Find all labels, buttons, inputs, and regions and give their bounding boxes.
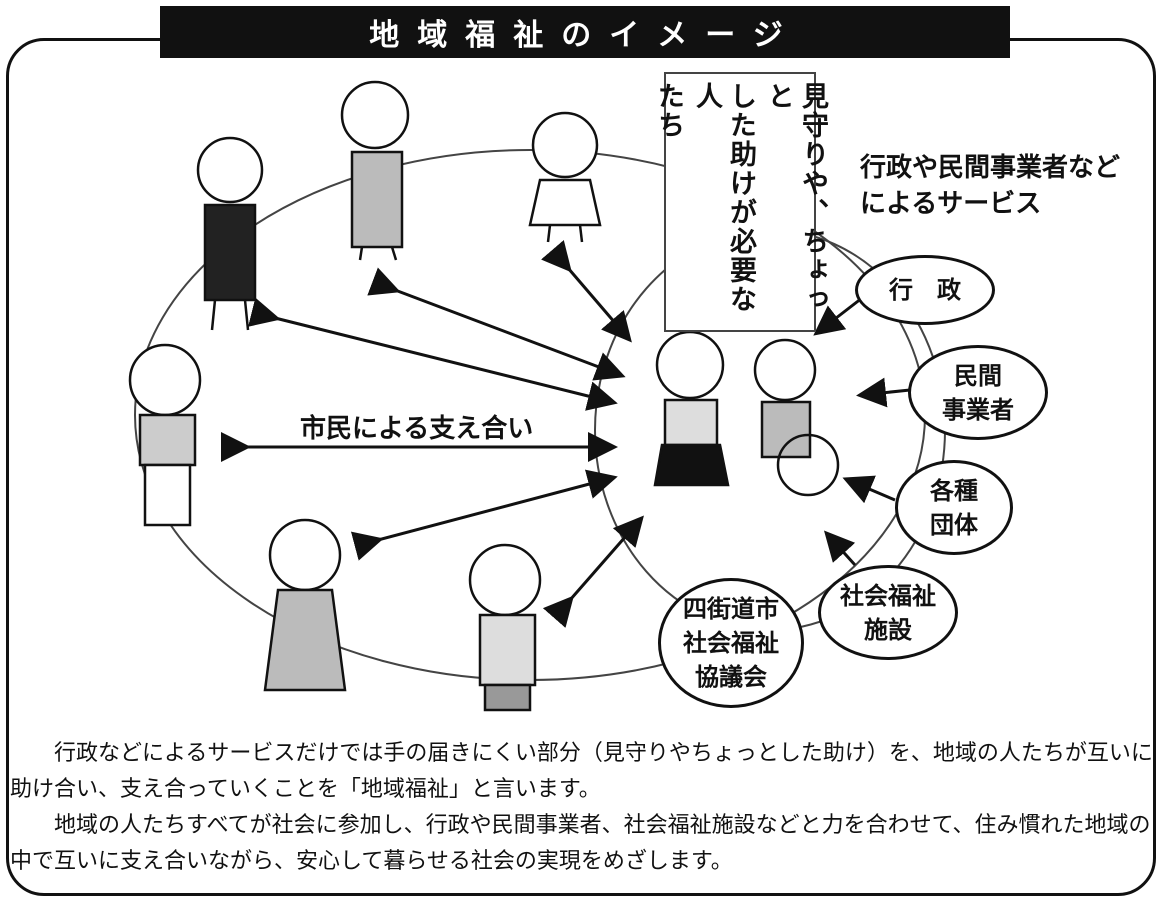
bubble-gyosei: 行 政 — [855, 255, 995, 325]
bubble-kyogikai: 四街道市 社会福祉 協議会 — [658, 578, 804, 708]
arrow-citizen-4 — [350, 469, 618, 561]
needs-line-3: たち — [653, 82, 684, 140]
person-elderly-man — [468, 543, 542, 712]
services-label-line-1: 行政や民間事業者など — [860, 153, 1121, 183]
mutual-support-arrows — [221, 240, 644, 628]
bubble-kakushu: 各種 団体 — [895, 460, 1013, 555]
arrow-kakushu — [842, 475, 896, 504]
bubble-kakushu-line-1: 各種 — [930, 476, 978, 505]
description: 行政などによるサービスだけでは手の届きにくい部分（見守りやちょっとした助け）を、… — [10, 736, 1155, 880]
description-paragraph-2: 地域の人たちすべてが社会に参加し、行政や民間事業者、社会福祉施設などと力を合わせ… — [10, 813, 1151, 874]
arrow-citizen-6 — [540, 240, 632, 343]
arrow-shisetsu — [823, 530, 857, 567]
arrow-citizen-5 — [542, 515, 644, 628]
bubble-shisetsu: 社会福祉 施設 — [818, 565, 958, 660]
bubble-minkan-line-2: 事業者 — [942, 395, 1014, 424]
bubble-kyogikai-line-3: 協議会 — [695, 663, 767, 691]
bubble-gyosei-label: 行 政 — [889, 276, 961, 304]
bubble-minkan: 民間 事業者 — [908, 345, 1048, 440]
mutual-support-label: 市民による支え合い — [300, 414, 534, 444]
services-label-line-2: によるサービス — [860, 189, 1042, 219]
person-figures — [128, 80, 840, 712]
description-paragraph-1: 行政などによるサービスだけでは手の届きにくい部分（見守りやちょっとした助け）を、… — [10, 741, 1153, 802]
bubble-kyogikai-line-1: 四街道市 — [683, 595, 779, 623]
person-man-standing — [340, 80, 410, 261]
services-label: 行政や民間事業者など によるサービス — [860, 150, 1120, 222]
bubble-shisetsu-line-1: 社会福祉 — [840, 581, 936, 610]
bubble-kyogikai-line-2: 社会福祉 — [683, 629, 779, 657]
person-wheelchair — [753, 338, 840, 497]
person-girl — [528, 111, 602, 243]
diagram-title: 地域福祉のイメージ — [160, 6, 1010, 58]
person-elderly-woman — [653, 330, 730, 487]
needs-support-box: 見守りや、ちょっと した助けが必要な人 たち — [653, 72, 828, 332]
needs-line-2: した助けが必要な人 — [691, 82, 756, 314]
person-pregnant-woman — [263, 518, 347, 692]
arrow-citizen-1 — [367, 267, 626, 381]
service-arrows — [813, 286, 911, 567]
bubble-kakushu-line-2: 団体 — [930, 510, 978, 539]
person-man-black-suit — [196, 136, 264, 331]
person-woman-cheering — [128, 343, 202, 527]
needs-line-1: 見守りや、ちょっと — [763, 82, 828, 314]
bubble-minkan-line-1: 民間 — [954, 361, 1002, 390]
bubble-shisetsu-line-2: 施設 — [864, 615, 912, 644]
arrow-citizen-2 — [248, 297, 618, 411]
arrow-minkan — [856, 377, 911, 408]
